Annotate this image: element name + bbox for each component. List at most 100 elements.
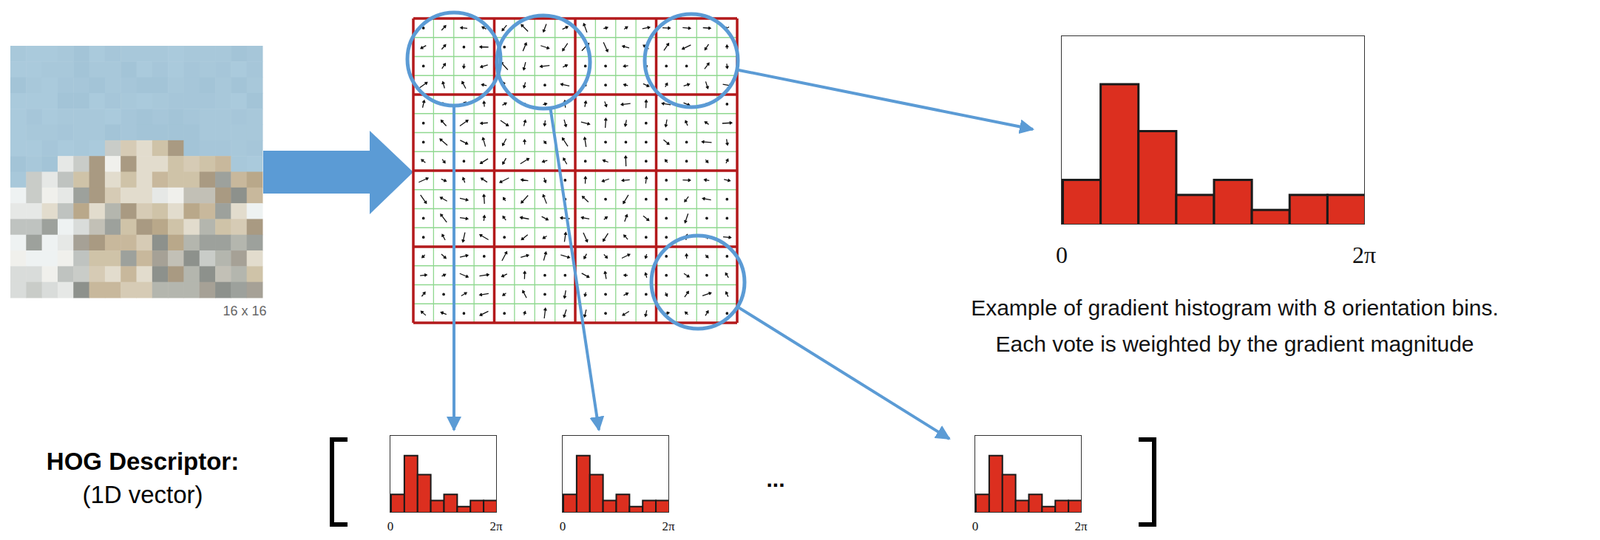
gradient-arrow [604, 254, 608, 259]
gradient-arrow [684, 213, 689, 223]
image-pixel [167, 250, 185, 267]
cell-line [413, 245, 738, 249]
image-pixel [152, 77, 169, 94]
gradient-arrow [542, 24, 547, 33]
image-pixel [246, 187, 264, 205]
histogram-bar [576, 456, 591, 513]
gradient-arrow [645, 141, 647, 143]
image-pixel [57, 235, 74, 252]
caption-text: Each vote is weighted by the gradient ma… [995, 331, 1474, 358]
leader-arrow [737, 306, 950, 440]
image-pixel [230, 124, 247, 142]
image-pixel [25, 140, 43, 157]
image-pixel [89, 250, 106, 267]
image-pixel [57, 124, 74, 142]
gradient-arrow [502, 139, 506, 146]
gradient-arrow [603, 26, 608, 30]
gradient-arrow [542, 236, 547, 239]
image-pixel [42, 172, 59, 189]
gradient-arrow [503, 236, 505, 239]
gradient-arrow [523, 312, 527, 316]
image-pixel [25, 250, 43, 267]
gradient-arrow [725, 63, 729, 69]
image-pixel [25, 77, 43, 94]
gradient-arrow [601, 178, 609, 182]
image-pixel [230, 93, 247, 110]
gradient-arrow [604, 118, 608, 128]
image-pixel [10, 250, 27, 267]
cell-highlight-circle [651, 235, 745, 330]
image-pixel [199, 282, 216, 299]
gradient-arrow [483, 255, 486, 258]
gradient-arrow [643, 83, 650, 87]
image-pixel [89, 218, 106, 236]
gradient-arrow [621, 254, 630, 259]
gradient-arrow [499, 178, 509, 184]
image-pixel [199, 93, 216, 110]
image-pixel [73, 93, 90, 110]
gradient-arrow [624, 83, 629, 87]
gradient-arrow [704, 44, 709, 51]
gradient-arrow [523, 120, 527, 127]
gradient-arrow [563, 290, 567, 298]
gradient-arrow [645, 236, 647, 239]
gradient-arrow [503, 312, 505, 315]
image-pixel [10, 124, 27, 142]
gradient-arrow [441, 44, 446, 49]
image-pixel [73, 266, 90, 283]
gradient-arrow [664, 292, 667, 297]
image-pixel [10, 282, 27, 299]
image-pixel [136, 282, 154, 299]
image-pixel [215, 266, 232, 283]
gradient-arrow [725, 45, 729, 49]
image-pixel [42, 218, 59, 236]
image-pixel [136, 250, 154, 267]
gradient-arrow [726, 139, 730, 145]
image-pixel [104, 61, 122, 78]
image-pixel [42, 266, 59, 283]
cell-highlight-circle [407, 12, 501, 106]
image-pixel [10, 187, 27, 205]
gradient-arrow [479, 273, 489, 277]
image-pixel [246, 61, 264, 78]
gradient-arrow [563, 309, 567, 318]
image-pixel [120, 77, 137, 94]
gradient-arrow [644, 272, 648, 278]
gradient-arrow [440, 197, 448, 202]
image-pixel [167, 93, 185, 110]
gradient-arrow [479, 311, 488, 316]
gradient-arrow [502, 252, 508, 261]
image-pixel [152, 187, 169, 205]
image-pixel [25, 266, 43, 283]
gradient-arrow [441, 254, 446, 259]
image-pixel [199, 172, 216, 189]
gradient-arrow [581, 273, 590, 279]
image-pixel [73, 172, 90, 189]
histogram-bar [1214, 180, 1252, 225]
image-pixel [89, 93, 106, 110]
gradient-arrow [683, 83, 690, 87]
image-pixel [42, 108, 59, 125]
gradient-arrow [441, 120, 447, 127]
image-pixel [246, 250, 264, 267]
image-pixel [42, 77, 59, 94]
gradient-arrow [502, 293, 506, 296]
gradient-arrow [442, 293, 445, 296]
image-pixel [42, 140, 59, 157]
gradient-arrow [703, 26, 711, 30]
gradient-arrow [702, 292, 712, 297]
gradient-arrow [685, 254, 689, 259]
leader-arrow [550, 107, 599, 431]
image-pixel [57, 108, 74, 125]
gradient-arrow [723, 235, 732, 239]
image-pixel [57, 266, 74, 283]
histogram-bar [417, 475, 432, 514]
image-pixel [152, 45, 169, 63]
image-pixel [120, 93, 137, 110]
image-pixel [120, 187, 137, 205]
cell-line [413, 321, 738, 325]
cell-line [655, 18, 659, 324]
image-pixel [136, 108, 154, 125]
image-pixel [57, 250, 74, 267]
image-pixel [230, 77, 247, 94]
